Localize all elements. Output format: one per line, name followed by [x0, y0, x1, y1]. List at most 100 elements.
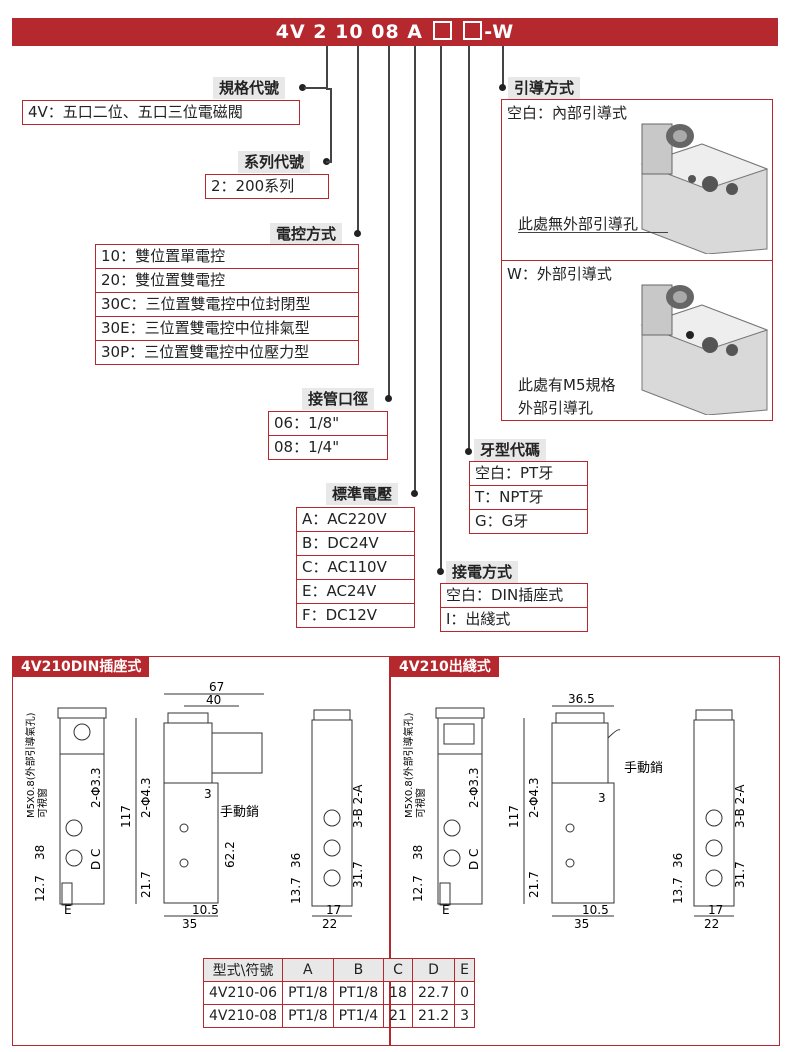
connector-dot [354, 230, 361, 237]
valve-internal-illustration [640, 123, 769, 254]
connector-dot [299, 84, 306, 91]
table-cell: PT1/8 [282, 1004, 334, 1028]
table-header: C [383, 958, 413, 982]
voltage-row: B：DC24V [297, 532, 414, 556]
dim-36: 36 [289, 853, 303, 868]
panel-wired: 4V210出綫式 [390, 656, 780, 1046]
code-part-control: 10 [335, 21, 364, 43]
thread-label: 牙型代碼 [474, 439, 547, 461]
table-header: 型式\符號 [202, 958, 284, 982]
thread-box: 空白：PT牙 T：NPT牙 G：G牙 [469, 461, 588, 534]
panel-din-title: 4V210DIN插座式 [13, 657, 150, 677]
connector-line [414, 46, 416, 494]
port-dc-label: D C [89, 849, 103, 870]
table-cell: 4V210-08 [202, 1004, 284, 1028]
table-cell: 21.2 [411, 1004, 456, 1028]
table-cell: 21 [383, 1004, 413, 1028]
code-part-voltage: A [407, 21, 424, 43]
table-cell: PT1/4 [332, 1004, 385, 1028]
port-b-a-label: 3-B 2-A [733, 784, 747, 828]
sight-window-label: 可視窗 [414, 788, 427, 818]
dim-36: 36 [671, 853, 685, 868]
connector-line [304, 87, 328, 89]
table-header-row: 型式\符號 A B C D E [202, 958, 476, 982]
note-underline [518, 232, 668, 233]
dim-10-5: 10.5 [582, 903, 609, 917]
control-row: 30C：三位置雙電控中位封閉型 [96, 293, 358, 317]
thread-row: T：NPT牙 [470, 486, 587, 510]
dim-3: 3 [204, 787, 212, 801]
table-header: A [282, 958, 334, 982]
connector-line [326, 161, 332, 163]
connector-line [330, 90, 332, 162]
dim-phi33: 2-Φ3.3 [89, 768, 103, 809]
model-code-bar [12, 18, 778, 46]
dim-17: 17 [326, 903, 341, 917]
pilot-internal-note: 此處無外部引導孔 [518, 215, 639, 233]
spec-table: 型式\符號 A B C D E 4V210-06 PT1/8 PT1/8 18 … [202, 958, 476, 1028]
code-thread-box [432, 21, 452, 40]
sight-window-label: 可視窗 [36, 788, 49, 818]
port-e-label: E [442, 903, 450, 917]
dim-3: 3 [598, 791, 606, 805]
series-box: 2：200系列 [205, 174, 329, 199]
dim-38: 38 [33, 845, 47, 860]
table-header: E [454, 958, 476, 982]
pilot-external-area: W：外部引導式 此處有M5規格 外部引導孔 [502, 261, 772, 419]
dim-36-5: 36.5 [568, 692, 595, 706]
dim-21-7-20: 21.7 [527, 871, 541, 898]
connector-line [388, 46, 390, 398]
wired-drawing: 36.5 10.5 35 17 22 3 手動銷 E 117 38 12.7 2… [402, 692, 747, 930]
table-header: B [332, 958, 385, 982]
dim-38: 38 [411, 845, 425, 860]
dim-117: 117 [119, 805, 133, 828]
dim-22: 22 [322, 917, 337, 930]
table-cell: 18 [383, 981, 413, 1005]
connector-line [502, 46, 504, 88]
voltage-box: A：AC220V B：DC24V C：AC110V E：AC24V F：DC12… [296, 507, 415, 628]
dim-10-5: 10.5 [192, 903, 219, 917]
dim-12-7: 12.7 [411, 875, 425, 902]
manual-pin-label: 手動銷 [624, 760, 663, 776]
connector-line [357, 46, 359, 234]
connector-dot [499, 84, 506, 91]
m5-port-label: M5X0.8(外部引導氣孔) [24, 712, 37, 818]
table-row: 4V210-06 PT1/8 PT1/8 18 22.7 0 [202, 981, 476, 1005]
valve-external-illustration [640, 284, 769, 415]
port-b-a-label: 3-B 2-A [351, 784, 365, 828]
voltage-label: 標準電壓 [326, 483, 399, 505]
connector-dot [437, 568, 444, 575]
port-e-label: E [64, 903, 72, 917]
table-cell: PT1/8 [282, 981, 334, 1005]
table-cell: 22.7 [411, 981, 456, 1005]
voltage-row: A：AC220V [297, 508, 414, 532]
wiring-label: 接電方式 [446, 561, 519, 583]
dim-phi43: 2-Φ4.3 [527, 778, 541, 819]
table-cell: 3 [454, 1004, 476, 1028]
connector-dot [385, 395, 392, 402]
pilot-internal-text: 空白：內部引導式 [507, 104, 628, 122]
voltage-row: E：AC24V [297, 580, 414, 604]
dim-12-7: 12.7 [33, 875, 47, 902]
pilot-label: 引導方式 [508, 77, 581, 99]
pilot-box: 空白：內部引導式 此處無外部引導孔 W：外部引導式 此處有M5規格 外部引導孔 [501, 99, 773, 421]
dim-62-2: 62.2 [223, 841, 237, 868]
dim-13-7: 13.7 [671, 877, 685, 904]
thread-row: 空白：PT牙 [470, 462, 587, 486]
voltage-row: F：DC12V [302, 606, 378, 624]
dim-phi33: 2-Φ3.3 [467, 768, 481, 809]
port-dc-label: D C [467, 849, 481, 870]
dim-40: 40 [206, 693, 221, 707]
din-drawing: 67 40 10.5 35 17 22 3 手動銷 E 117 38 12.7 … [24, 680, 365, 930]
spec-row: 4V：五口二位、五口三位電磁閥 [28, 103, 243, 121]
model-code: 4V 2 10 08 A -W [12, 18, 778, 46]
manual-pin-label: 手動銷 [220, 804, 259, 820]
code-part-series: 4V [275, 21, 306, 43]
wiring-box: 空白：DIN插座式 I：出綫式 [440, 583, 588, 632]
voltage-row: C：AC110V [297, 556, 414, 580]
thread-row: G：G牙 [475, 512, 529, 530]
control-row: 10：雙位置單電控 [96, 245, 358, 269]
port-box: 06：1/8" 08：1/4" [268, 411, 388, 460]
control-box: 10：雙位置單電控 20：雙位置雙電控 30C：三位置雙電控中位封閉型 30E：… [95, 244, 359, 365]
dim-35: 35 [574, 917, 589, 930]
